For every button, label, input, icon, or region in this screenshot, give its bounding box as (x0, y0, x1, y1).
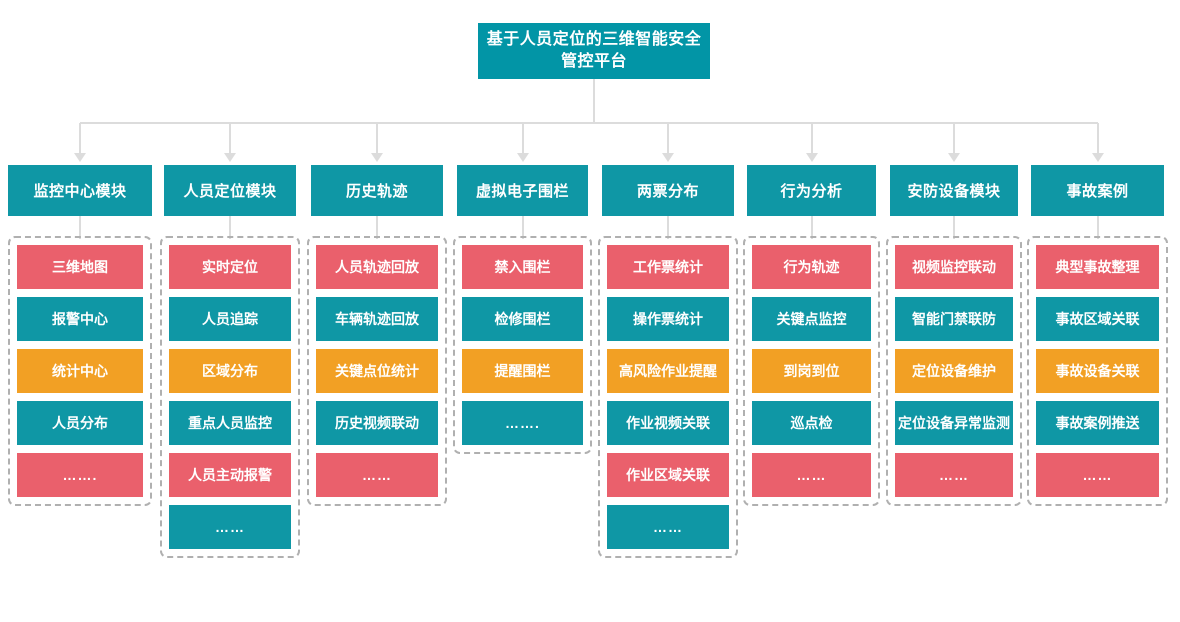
module-item[interactable]: 关键点位统计 (316, 349, 438, 393)
connector-arrow-2 (224, 153, 236, 162)
connector-header-to-group-6 (810, 215, 813, 239)
connector-arrow-3 (371, 153, 383, 162)
module-item-ellipsis[interactable]: …… (1036, 453, 1159, 497)
module-item[interactable]: 实时定位 (169, 245, 291, 289)
connector-drop-4 (521, 123, 524, 155)
module-header-1[interactable]: 监控中心模块 (8, 165, 152, 216)
module-item[interactable]: 人员分布 (17, 401, 143, 445)
module-group-7: 视频监控联动智能门禁联防定位设备维护定位设备异常监测 …… (886, 236, 1022, 506)
connector-arrow-6 (805, 153, 818, 162)
module-item[interactable]: 典型事故整理 (1036, 245, 1159, 289)
connector-header-to-group-4 (521, 215, 524, 239)
connector-arrow-4 (516, 153, 529, 162)
module-header-5[interactable]: 两票分布 (602, 165, 734, 216)
connector-header-to-group-2 (229, 215, 231, 239)
module-group-8: 典型事故整理事故区域关联事故设备关联事故案例推送 …… (1027, 236, 1168, 506)
module-item[interactable]: 报警中心 (17, 297, 143, 341)
module-item-ellipsis[interactable]: …… (316, 453, 438, 497)
module-item[interactable]: 操作票统计 (607, 297, 729, 341)
module-item[interactable]: 视频监控联动 (895, 245, 1013, 289)
module-item[interactable]: 到岗到位 (752, 349, 871, 393)
module-item[interactable]: 历史视频联动 (316, 401, 438, 445)
connector-header-to-group-5 (667, 215, 669, 239)
module-item[interactable]: 事故案例推送 (1036, 401, 1159, 445)
module-group-3: 人员轨迹回放车辆轨迹回放关键点位统计历史视频联动 …… (307, 236, 447, 506)
module-item[interactable]: 统计中心 (17, 349, 143, 393)
module-group-2: 实时定位人员追踪区域分布重点人员监控人员主动报警 …… (160, 236, 300, 558)
module-group-4: 禁入围栏检修围栏提醒围栏 ……. (453, 236, 592, 454)
module-item[interactable]: 作业区域关联 (607, 453, 729, 497)
module-item[interactable]: 工作票统计 (607, 245, 729, 289)
module-item[interactable]: 事故设备关联 (1036, 349, 1159, 393)
connector-drop-3 (376, 123, 378, 155)
module-item-ellipsis[interactable]: …… (895, 453, 1013, 497)
module-header-6[interactable]: 行为分析 (747, 165, 876, 216)
module-item[interactable]: 智能门禁联防 (895, 297, 1013, 341)
module-item[interactable]: 关键点监控 (752, 297, 871, 341)
module-item[interactable]: 定位设备维护 (895, 349, 1013, 393)
module-header-8[interactable]: 事故案例 (1031, 165, 1164, 216)
module-item[interactable]: 区域分布 (169, 349, 291, 393)
module-header-3[interactable]: 历史轨迹 (311, 165, 443, 216)
module-item-ellipsis[interactable]: …… (752, 453, 871, 497)
module-header-2[interactable]: 人员定位模块 (164, 165, 296, 216)
connector-arrow-1 (74, 153, 86, 162)
module-group-5: 工作票统计操作票统计高风险作业提醒作业视频关联作业区域关联 …… (598, 236, 738, 558)
module-item[interactable]: 禁入围栏 (462, 245, 583, 289)
module-item[interactable]: 三维地图 (17, 245, 143, 289)
connector-header-to-group-8 (1096, 215, 1099, 239)
root-title-box: 基于人员定位的三维智能安全管控平台 (478, 23, 710, 79)
connector-header-to-group-7 (953, 215, 955, 239)
module-item-ellipsis[interactable]: ……. (17, 453, 143, 497)
module-item[interactable]: 人员追踪 (169, 297, 291, 341)
connector-arrow-5 (662, 153, 674, 162)
connector-root-stem (593, 79, 595, 124)
module-item[interactable]: 人员主动报警 (169, 453, 291, 497)
connector-header-to-group-1 (79, 215, 81, 239)
module-item[interactable]: 人员轨迹回放 (316, 245, 438, 289)
module-item[interactable]: 作业视频关联 (607, 401, 729, 445)
module-item[interactable]: 检修围栏 (462, 297, 583, 341)
module-group-6: 行为轨迹关键点监控到岗到位巡点检 …… (743, 236, 880, 506)
connector-drop-8 (1096, 123, 1099, 155)
module-header-7[interactable]: 安防设备模块 (890, 165, 1018, 216)
module-item[interactable]: 定位设备异常监测 (895, 401, 1013, 445)
connector-drop-2 (229, 123, 231, 155)
module-item[interactable]: 重点人员监控 (169, 401, 291, 445)
module-item[interactable]: 提醒围栏 (462, 349, 583, 393)
module-header-4[interactable]: 虚拟电子围栏 (457, 165, 588, 216)
connector-arrow-7 (948, 153, 960, 162)
module-group-1: 三维地图报警中心统计中心人员分布 ……. (8, 236, 152, 506)
module-item-ellipsis[interactable]: ……. (462, 401, 583, 445)
module-item[interactable]: 高风险作业提醒 (607, 349, 729, 393)
connector-drop-1 (79, 123, 81, 155)
module-item-ellipsis[interactable]: …… (169, 505, 291, 549)
connector-drop-7 (953, 123, 955, 155)
module-item[interactable]: 事故区域关联 (1036, 297, 1159, 341)
connector-header-to-group-3 (376, 215, 378, 239)
module-item[interactable]: 行为轨迹 (752, 245, 871, 289)
module-item[interactable]: 巡点检 (752, 401, 871, 445)
connector-arrow-8 (1091, 153, 1104, 162)
module-item[interactable]: 车辆轨迹回放 (316, 297, 438, 341)
connector-drop-5 (667, 123, 669, 155)
connector-drop-6 (810, 123, 813, 155)
connector-bus (80, 122, 1098, 124)
module-item-ellipsis[interactable]: …… (607, 505, 729, 549)
